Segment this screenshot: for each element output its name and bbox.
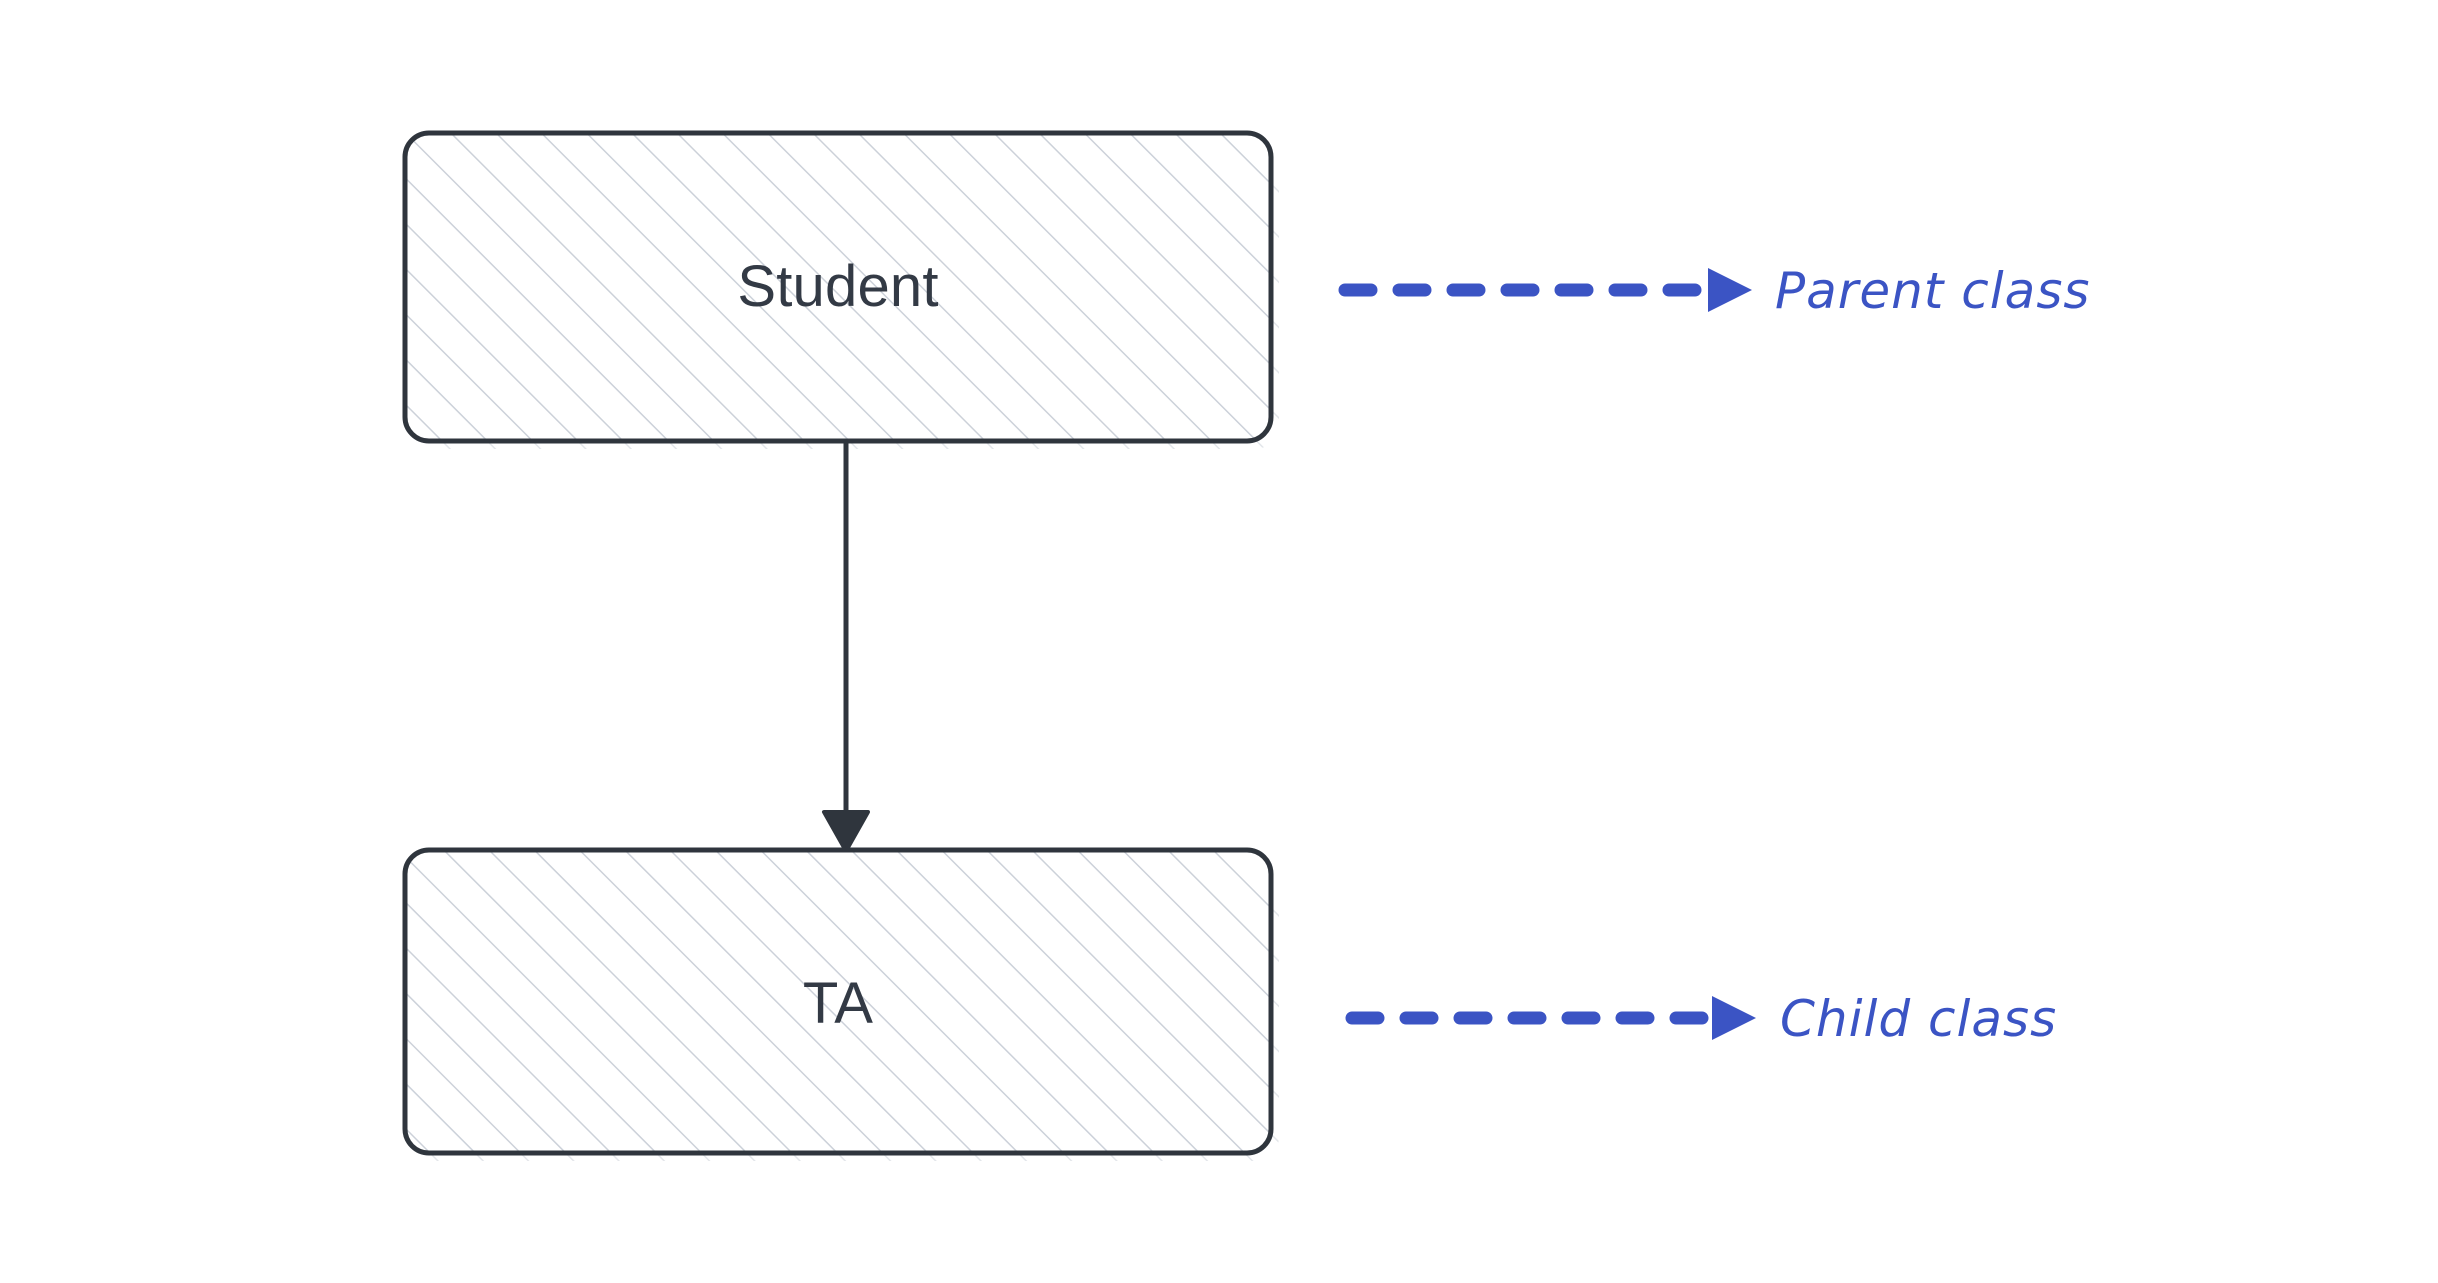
student-box[interactable] — [402, 130, 1274, 444]
annotation-child-class: Child class — [1345, 990, 2057, 1048]
annotation-parent-class: Parent class — [1338, 262, 2090, 320]
parent-class-arrowhead-icon — [1708, 268, 1752, 312]
node-ta[interactable]: TA — [402, 847, 1274, 1156]
parent-class-label: Parent class — [1775, 262, 2090, 320]
edge-student-to-ta[interactable] — [822, 441, 870, 853]
node-student[interactable]: Student — [402, 130, 1274, 444]
child-class-arrowhead-icon — [1712, 996, 1756, 1040]
ta-label: TA — [803, 971, 873, 1036]
student-label: Student — [737, 254, 938, 319]
ta-box[interactable] — [402, 847, 1274, 1156]
child-class-label: Child class — [1780, 990, 2057, 1048]
inheritance-arrowhead-icon — [822, 810, 870, 853]
